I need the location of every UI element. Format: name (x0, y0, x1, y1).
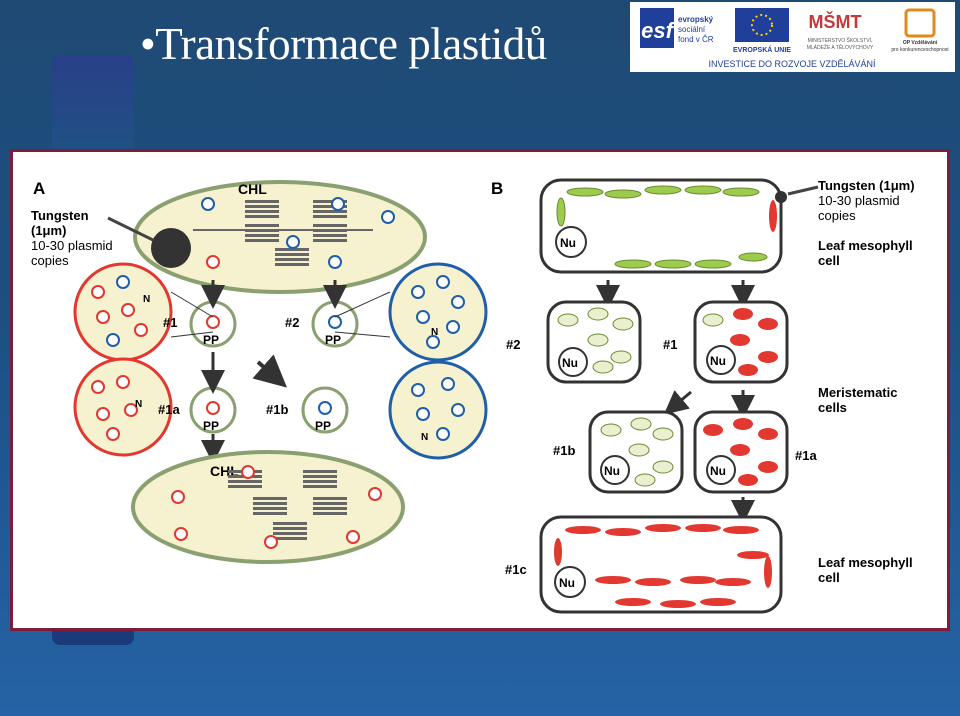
nucleoid-wt (328, 255, 342, 269)
pp-label: PP (315, 419, 331, 433)
step-1b-label: #1b (266, 402, 288, 417)
leaf-cell-bottom: Nu #1c (505, 515, 783, 614)
b-step-1a-label: #1a (795, 448, 817, 463)
zoom-circle-transformed-top: N (73, 262, 173, 362)
meristem-label-line1: Meristematic (818, 385, 897, 400)
tungsten-b-line1: Tungsten (1μm) (818, 178, 915, 193)
meristem-cell-1b: Nu #1b (553, 410, 684, 494)
panel-b-label: B (491, 179, 503, 198)
proplastid-1a: PP #1a (158, 352, 237, 434)
msmt-logo: MŠMT MINISTERSTVO ŠKOLSTVÍ, MLÁDEŽE A TĚ… (807, 11, 874, 51)
leaf-label-bottom-line2: cell (818, 570, 840, 585)
nucleoid-label: N (431, 327, 438, 338)
logo-banner: INVESTICE DO ROZVOJE VZDĚLÁVÁNÍ (708, 59, 876, 69)
b-step-1c-label: #1c (505, 562, 527, 577)
pp-label: PP (203, 333, 219, 347)
nucleoid-label: N (143, 294, 150, 305)
nucleoid-label: N (421, 432, 428, 443)
meristem-cell-2: Nu #2 (506, 300, 642, 384)
logo-bar: esf evropský sociální fond v ČR EVROPSKÁ… (630, 2, 955, 72)
esf-mark-background (640, 8, 674, 48)
tungsten-b-line2: 10-30 plasmid (818, 193, 900, 208)
eu-caption: EVROPSKÁ UNIE (733, 45, 791, 54)
leaf-cell-top: Nu (539, 178, 819, 274)
msmt-line2: MLÁDEŽE A TĚLOVÝCHOVY (807, 43, 874, 51)
meristem-cell-1: Nu #1 (663, 300, 789, 384)
op-mark (904, 8, 936, 38)
eu-flag (735, 8, 789, 42)
msmt-mark: MŠMT (809, 11, 862, 32)
esf-line1: evropský (678, 15, 714, 24)
nucleus-label: Nu (604, 464, 620, 478)
chloroplast-bottom: CHL (131, 434, 405, 564)
arrow-1-to-1b (252, 354, 287, 388)
tungsten-particle-a: Tungsten (1μm) 10-30 plasmid copies (31, 208, 191, 268)
pp-label: PP (325, 333, 341, 347)
step-2-label: #2 (285, 315, 299, 330)
eu-logo: EVROPSKÁ UNIE (733, 8, 791, 54)
nucleus-label: Nu (710, 354, 726, 368)
pointer-line (107, 216, 154, 242)
tungsten-a-line1: Tungsten (31, 208, 89, 223)
op-logo: OP Vzdělávání pro konkurenceschopnost (891, 8, 949, 53)
leaf-label-top-line1: Leaf mesophyll (818, 238, 913, 253)
panel-a-label: A (33, 179, 45, 198)
nucleoid-wt (381, 210, 395, 224)
nucleus-label: Nu (560, 236, 576, 250)
tungsten-b-line3: copies (818, 208, 856, 223)
nucleus-label: Nu (710, 464, 726, 478)
pp-label: PP (203, 419, 219, 433)
b-step-2-label: #2 (506, 337, 520, 352)
nucleoid-wt (201, 197, 215, 211)
nucleoid-wt (286, 235, 300, 249)
step-1-label: #1 (163, 315, 177, 330)
tungsten-a-line4: copies (31, 253, 69, 268)
tungsten-particle (151, 228, 191, 268)
op-line1: OP Vzdělávání (903, 40, 938, 46)
meristem-cell-1a: Nu #1a (693, 410, 817, 494)
nucleoid-wt (331, 197, 345, 211)
slide-title: •Transformace plastidů (140, 19, 547, 69)
tungsten-a-line3: 10-30 plasmid (31, 238, 113, 253)
tungsten-a-line2: (1μm) (31, 223, 66, 238)
chl-top-label: CHL (238, 181, 267, 197)
zoom-circle-transformed-mid: N (73, 357, 173, 457)
proplastid-2: PP #2 (285, 280, 359, 348)
leaf-label-bottom-line1: Leaf mesophyll (818, 555, 913, 570)
esf-line3: fond v ČR (678, 35, 714, 44)
proplastid-1b: PP #1b (266, 386, 349, 434)
zoom-circle-wt-top: N (388, 262, 488, 362)
esf-mark: esf (641, 18, 675, 43)
zoom-circle-wt-mid: N (388, 360, 488, 460)
b-step-1-label: #1 (663, 337, 677, 352)
op-line2: pro konkurenceschopnost (891, 47, 949, 53)
plastid-transformation-diagram: A CHL Tungsten (1μm) 10-30 plasmid copie… (31, 178, 915, 614)
proplastid-1: PP #1 (163, 280, 237, 348)
esf-logo: esf evropský sociální fond v ČR (640, 8, 714, 48)
esf-line2: sociální (678, 25, 706, 34)
eu-stars (751, 14, 773, 36)
nucleoid-transformed (206, 255, 220, 269)
step-1a-label: #1a (158, 402, 180, 417)
msmt-line1: MINISTERSTVO ŠKOLSTVÍ, (808, 37, 873, 44)
nucleus-label: Nu (559, 576, 575, 590)
meristem-label-line2: cells (818, 400, 847, 415)
b-step-1b-label: #1b (553, 443, 575, 458)
diagram-frame: A CHL Tungsten (1μm) 10-30 plasmid copie… (10, 149, 950, 631)
chloroplast-top: CHL (133, 180, 427, 294)
leaf-label-top-line2: cell (818, 253, 840, 268)
nucleoid-label: N (135, 399, 142, 410)
nucleus-label: Nu (562, 356, 578, 370)
